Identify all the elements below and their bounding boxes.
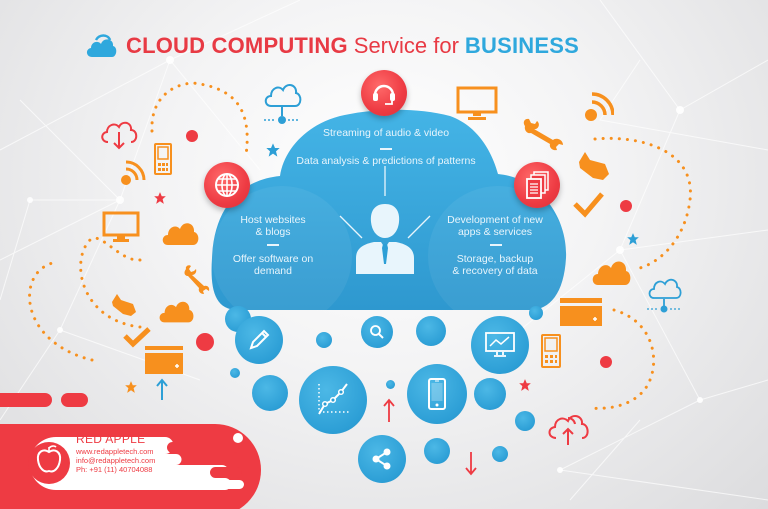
decorative-bubble [424,438,450,464]
star-icon [266,143,280,157]
decorative-bubble [386,380,395,389]
cloud-download-icon [101,121,138,150]
text-development: Development of new [447,214,543,226]
decorative-bubble [515,411,535,431]
cloud-network-icon [647,278,682,313]
decorative-bubble [492,446,508,462]
decorative-bubble [230,368,240,378]
cloud-network-icon [264,84,302,124]
pencil-icon [249,329,270,350]
globe-icon [215,173,239,197]
wifi-icon [585,92,614,121]
brand-name: RED APPLE [76,432,146,446]
text-storage-backup: Storage, backup [456,253,534,265]
red-dot [186,130,198,142]
apple-icon [36,445,62,473]
red-dot [196,333,214,351]
documents-icon [526,171,549,199]
decorative-bubble [316,332,332,348]
search-bubble [361,316,393,348]
wrench-icon [184,265,210,294]
monitor-icon [456,86,498,120]
search-icon [370,325,384,339]
star-icon [519,379,531,391]
title-service-for: Service for [353,33,459,58]
divider [267,244,279,246]
text-blogs: & blogs [255,226,291,238]
line-chart-bubble [299,366,367,434]
text-apps-services: apps & services [457,226,533,238]
decorative-bubble [416,316,446,346]
wifi-icon [121,160,146,185]
title-cloud-computing: CLOUD COMPUTING [126,33,348,58]
text-data-analysis: Data analysis & predictions of patterns [296,155,476,167]
documents-badge [514,162,560,208]
star-icon [125,381,137,393]
website-link[interactable]: www.redappletech.com [76,447,154,456]
decorative-bubble [529,306,543,320]
cloud-icon [159,301,194,323]
star-icon [627,233,639,245]
businessman-icon [356,204,414,274]
headset-badge [361,70,407,116]
arrow-up-icon [156,378,168,400]
divider [490,244,502,246]
cloud-upload-icon [548,415,589,445]
text-host-websites: Host websites [240,214,306,226]
page-title: CLOUD COMPUTING Service for BUSINESS [84,28,579,64]
text-demand: demand [254,265,292,277]
share-bubble [358,435,406,483]
divider [380,148,392,150]
title-business: BUSINESS [464,33,579,58]
star-icon [154,192,166,204]
phone-number: Ph: +91 (11) 40704088 [76,465,153,474]
text-offer-software: Offer software on [232,253,314,265]
share-icon [372,448,391,470]
red-dot [600,356,612,368]
wrench-icon [523,118,563,151]
monitor-icon [102,211,140,242]
arrow-up-icon [383,398,395,422]
text-recovery: & recovery of data [452,265,538,277]
smartphone-icon [428,378,446,410]
thumbs-up-icon [579,152,609,180]
cloud-icon [86,34,117,57]
line-chart-icon [318,383,349,415]
smartphone-bubble [407,364,467,424]
checkmark-icon [573,192,604,218]
cloud-icon [162,223,199,245]
decorative-bubble [474,378,506,410]
monitor-chart-icon [485,332,515,357]
credit-card-icon [145,346,183,374]
red-dot [620,200,632,212]
text-streaming: Streaming of audio & video [322,127,450,139]
arrow-down-icon [465,452,477,476]
cloud-icon [592,261,631,285]
globe-badge [204,162,250,208]
mobile-phone-icon [541,334,561,368]
checkmark-icon [123,327,151,348]
credit-card-icon [560,298,602,326]
monitor-chart-bubble [471,316,529,374]
email-link[interactable]: info@redappletech.com [76,456,156,465]
decorative-bubble [252,375,288,411]
pencil-bubble [235,316,283,364]
headset-icon [373,84,395,105]
mobile-phone-icon [154,143,172,175]
thumbs-up-icon [112,294,136,316]
